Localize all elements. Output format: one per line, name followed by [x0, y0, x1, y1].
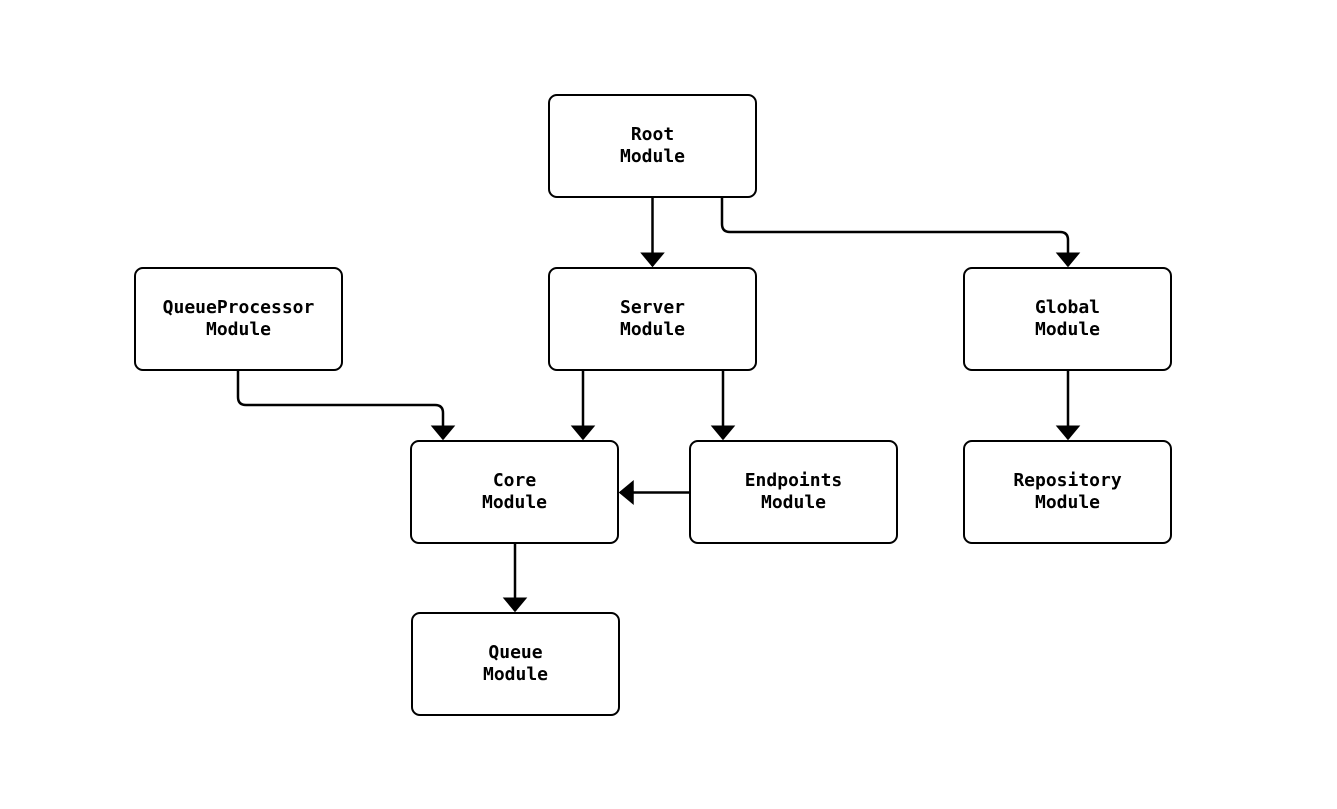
- node-label: Module: [619, 319, 686, 340]
- node-label: Module: [1034, 319, 1101, 340]
- node-label: QueueProcessor: [162, 297, 315, 318]
- node-label: Server: [619, 297, 686, 318]
- node-label: Root: [630, 124, 675, 145]
- node-label: Core: [492, 470, 537, 491]
- edge-queueprocessor-to-core: [236, 371, 456, 441]
- node-label: Endpoints: [744, 470, 843, 491]
- node-queue-module: Queue Module: [411, 612, 620, 716]
- node-label: Module: [619, 146, 686, 167]
- node-label: Module: [482, 664, 549, 685]
- edge-root-to-global: [720, 198, 1081, 268]
- node-label: Module: [205, 319, 272, 340]
- node-endpoints-module: Endpoints Module: [689, 440, 898, 544]
- node-server-module: Server Module: [548, 267, 757, 371]
- node-label: Queue: [488, 642, 543, 663]
- node-label: Module: [760, 492, 827, 513]
- node-label: Module: [481, 492, 548, 513]
- node-label: Global: [1034, 297, 1101, 318]
- node-queueprocessor-module: QueueProcessor Module: [134, 267, 343, 371]
- node-core-module: Core Module: [410, 440, 619, 544]
- node-label: Repository: [1013, 470, 1122, 491]
- node-global-module: Global Module: [963, 267, 1172, 371]
- node-root-module: Root Module: [548, 94, 757, 198]
- node-repository-module: Repository Module: [963, 440, 1172, 544]
- node-label: Module: [1034, 492, 1101, 513]
